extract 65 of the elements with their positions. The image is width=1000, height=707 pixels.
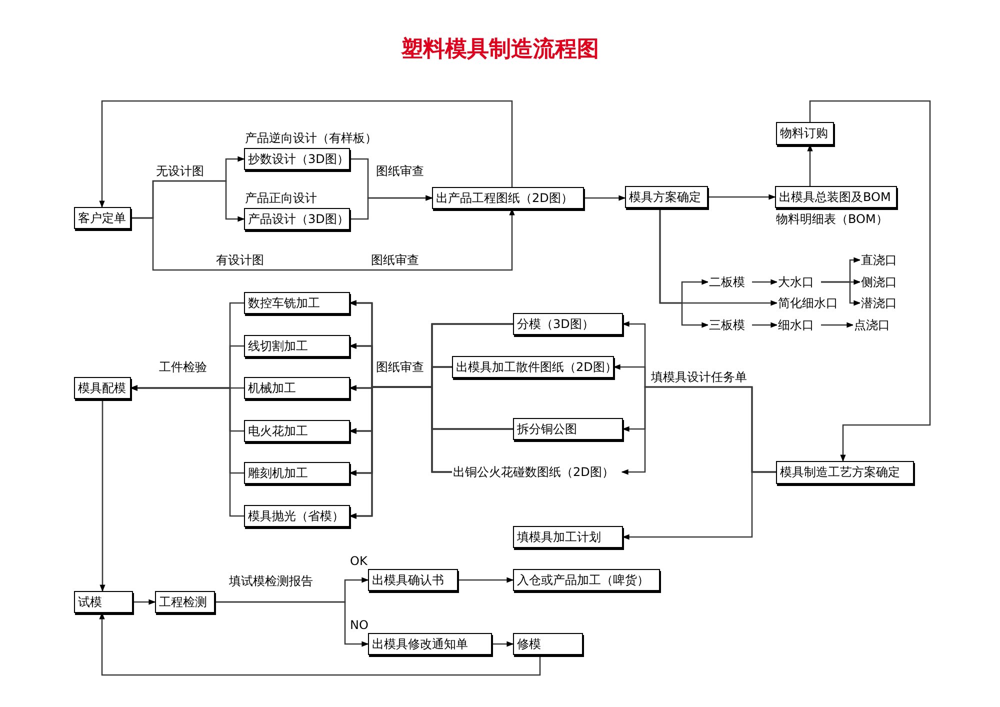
arrow (622, 471, 776, 540)
edge-label: 无设计图 (155, 163, 205, 179)
box-text: 产品设计（3D图） (248, 212, 349, 226)
arrow (99, 100, 513, 208)
arrow (708, 194, 776, 200)
arrow (807, 144, 813, 186)
flow-label: 潜浇口 (860, 295, 898, 311)
flow-label: 直浇口 (860, 252, 898, 268)
flow-label: 点浇口 (853, 317, 891, 333)
edge-label: 填模具设计任务单 (650, 369, 748, 385)
arrow (752, 279, 778, 285)
flow-label: 侧浇口 (860, 274, 898, 290)
arrow (821, 281, 861, 306)
arrow (133, 599, 156, 605)
arrow (215, 601, 369, 647)
process-box: 线切割加工 (244, 335, 350, 357)
process-box: 工程检测 (155, 591, 215, 613)
process-box: 电火花加工 (244, 420, 350, 442)
arrow (130, 385, 244, 517)
process-box: 修模 (513, 633, 583, 655)
process-box: 模具制造工艺方案确定 (776, 461, 914, 484)
arrow (492, 641, 514, 647)
arrow (100, 399, 106, 592)
edge-label: 有设计图 (215, 252, 265, 268)
title: 塑料模具制造流程图 (401, 36, 599, 62)
edge-label: 图纸审查 (375, 359, 425, 375)
arrow (752, 322, 778, 328)
flow-label: 细水口 (777, 317, 815, 333)
heading-label: 产品正向设计 (245, 190, 317, 206)
box-text: 抄数设计（3D图） (248, 152, 349, 166)
process-box: 客户定单 (74, 207, 131, 229)
process-box: 出模具修改通知单 (368, 633, 492, 655)
process-box: 物料订购 (776, 122, 834, 145)
process-box: 出模具总装图及BOM (775, 186, 897, 208)
process-box: 出产品工程图纸（2D图） (432, 187, 584, 209)
flow-label: 简化细水口 (777, 295, 839, 311)
note-label: 图纸审查 (370, 252, 420, 268)
arrow (458, 577, 514, 583)
process-box: 拆分铜公图 (513, 418, 623, 440)
flow-label: 大水口 (777, 274, 815, 290)
edge-label: 工件检验 (158, 359, 208, 375)
process-box: 模具抛光（省模） (244, 505, 350, 527)
process-box: 机械加工 (244, 377, 350, 399)
heading-label: 产品逆向设计（有样板） (245, 130, 377, 146)
arrow (131, 208, 515, 271)
process-box: 分模（3D图） (513, 313, 623, 335)
process-box: 模具方案确定 (625, 186, 708, 208)
flow-label: 三板模 (708, 317, 746, 333)
flow-label: 二板模 (708, 274, 746, 290)
process-box: 数控车铣加工 (244, 292, 350, 314)
edge-label: 图纸审查 (375, 163, 425, 179)
process-box: 模具配模 (74, 377, 131, 399)
arrow (821, 322, 854, 328)
arrow (659, 208, 709, 328)
process-box: 试模 (74, 591, 133, 613)
process-box: 出模具加工散件图纸（2D图） (452, 356, 614, 378)
arrow (584, 195, 626, 201)
arrow (99, 612, 541, 676)
process-box: 入仓或产品加工（啤货） (513, 569, 660, 591)
arrow (350, 195, 433, 220)
arrow (809, 100, 931, 462)
process-box: 填模具加工计划 (513, 526, 623, 548)
process-box: 雕刻机加工 (244, 462, 350, 484)
process-box: 出模具确认书 (368, 569, 458, 591)
note-label: 填试模检测报告 (228, 573, 314, 589)
